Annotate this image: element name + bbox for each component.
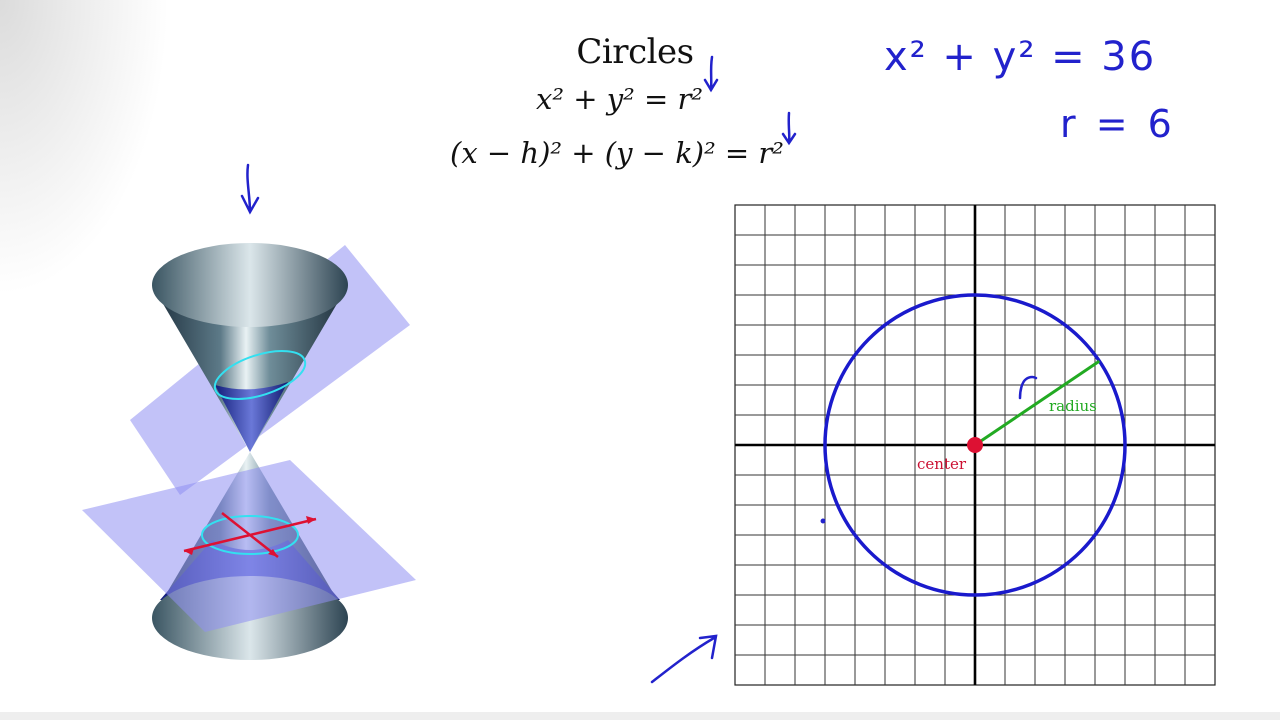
down-arrow-icon (781, 111, 797, 146)
equation-circle-origin: x² + y² = r² (536, 82, 703, 116)
double-cone-figure (82, 243, 416, 660)
cone-upper-rim (152, 243, 348, 327)
ink-dot (820, 518, 826, 524)
down-arrow-icon (240, 163, 260, 215)
cutting-plane-lower (82, 460, 416, 632)
page-title: Circles (576, 32, 694, 72)
equation-circle-general: (x − h)² + (y − k)² = r² (450, 136, 784, 170)
up-right-arrow-icon (650, 634, 718, 684)
coordinate-grid (734, 204, 1216, 686)
center-label: center (917, 455, 967, 473)
handwritten-radius: r = 6 (1060, 102, 1176, 146)
handwritten-equation: x² + y² = 36 (884, 34, 1157, 80)
center-point (967, 437, 983, 453)
radius-label: radius (1049, 397, 1097, 415)
bottom-strip (0, 712, 1280, 720)
